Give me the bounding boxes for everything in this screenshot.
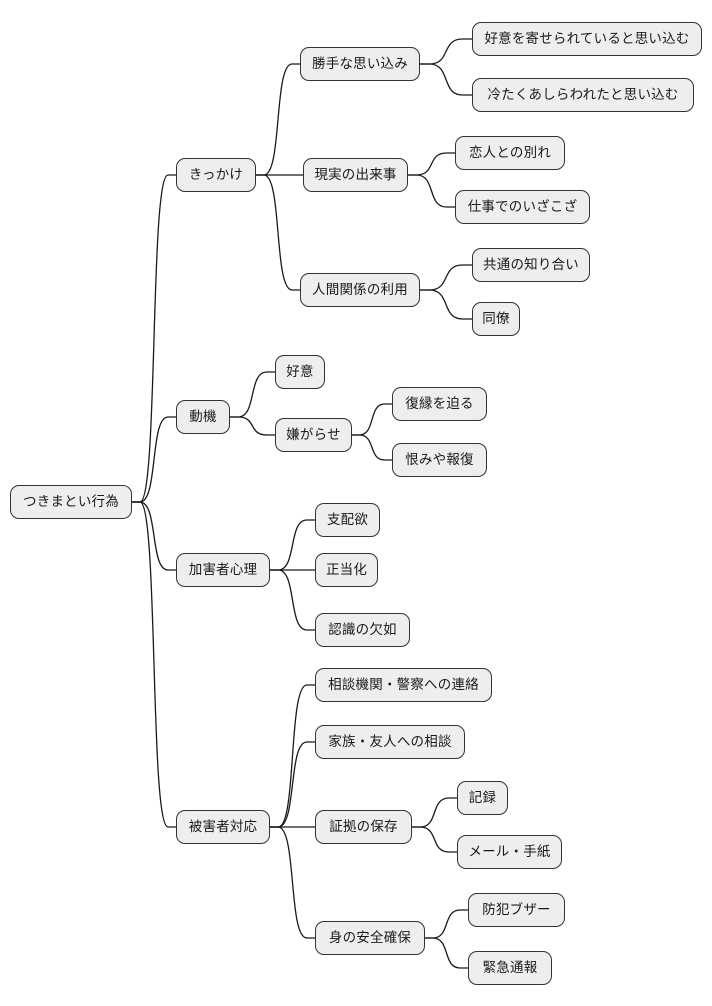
mindmap-node-b1c3g1[interactable]: 共通の知り合い [472, 248, 590, 282]
mindmap-node-label: 防犯ブザー [482, 902, 551, 918]
mindmap-node-label: 現実の出来事 [314, 167, 397, 183]
mindmap-edge-b2c2-to-b2c2g1 [352, 403, 392, 436]
mindmap-node-label: 恋人との別れ [468, 145, 552, 161]
mindmap-edge-b1c3-to-b1c3g1 [420, 264, 472, 291]
mindmap-node-label: 冷たくあしらわれたと思い込む [487, 87, 679, 103]
mindmap-node-label: 動機 [189, 409, 217, 425]
mindmap-edge-b1c2-to-b1c2g1 [408, 152, 455, 176]
mindmap-node-label: 好意 [286, 364, 314, 380]
mindmap-node-label: 支配欲 [326, 512, 369, 528]
mindmap-edge-root-to-b2 [132, 416, 176, 503]
mindmap-node-b2c2[interactable]: 嫌がらせ [275, 418, 352, 452]
mindmap-node-b1c3g2[interactable]: 同僚 [472, 302, 520, 336]
mindmap-edge-root-to-b4 [132, 501, 176, 828]
mindmap-node-label: 共通の知り合い [483, 257, 579, 273]
mindmap-edge-b2c2-to-b2c2g2 [352, 434, 392, 461]
mindmap-node-b4c3g2[interactable]: メール・手紙 [457, 835, 562, 869]
mindmap-edge-b4c4-to-b4c4g1 [425, 909, 468, 939]
mindmap-node-label: 嫌がらせ [286, 427, 341, 443]
mindmap-node-label: 記録 [468, 790, 497, 806]
mindmap-node-b1c2[interactable]: 現実の出来事 [303, 158, 408, 192]
mindmap-node-b4c2[interactable]: 家族・友人への相談 [315, 725, 465, 759]
mindmap-node-b1c2g1[interactable]: 恋人との別れ [455, 136, 565, 170]
mindmap-node-label: 好意を寄せられていると思い込む [484, 31, 690, 47]
mindmap-edge-b2-to-b2c1 [230, 371, 275, 418]
mindmap-node-label: 恨みや報復 [405, 452, 474, 468]
mindmap-edge-b1c2-to-b1c2g2 [408, 174, 455, 208]
mindmap-node-b3[interactable]: 加害者心理 [176, 553, 270, 587]
mindmap-node-b3c1[interactable]: 支配欲 [315, 503, 380, 537]
mindmap-node-label: 復縁を迫る [405, 396, 474, 412]
mindmap-edge-root-to-b1 [132, 174, 176, 503]
mindmap-node-b1c1g2[interactable]: 冷たくあしらわれたと思い込む [472, 78, 694, 112]
mindmap-node-b1c2g2[interactable]: 仕事でのいざこざ [455, 190, 590, 224]
mindmap-edge-b1c3-to-b1c3g2 [420, 289, 472, 320]
mindmap-node-b4c4g1[interactable]: 防犯ブザー [468, 893, 565, 927]
mindmap-node-b4c1[interactable]: 相談機関・警察への連絡 [315, 668, 492, 702]
mindmap-node-label: 同僚 [482, 311, 510, 327]
mindmap-node-b3c2[interactable]: 正当化 [315, 553, 378, 587]
mindmap-node-label: 証拠の保存 [329, 819, 398, 835]
mindmap-node-b1[interactable]: きっかけ [176, 158, 256, 192]
mindmap-edge-b4c3-to-b4c3g2 [412, 826, 457, 853]
mindmap-edge-b4c3-to-b4c3g1 [412, 797, 457, 828]
mindmap-node-b4c4[interactable]: 身の安全確保 [315, 921, 425, 955]
mindmap-node-label: 被害者対応 [188, 819, 258, 835]
mindmap-edge-b4-to-b4c2 [270, 741, 315, 828]
mindmap-edge-root-to-b3 [132, 501, 176, 571]
mindmap-node-b2c2g2[interactable]: 恨みや報復 [392, 443, 487, 477]
mindmap-edge-b4c4-to-b4c4g2 [425, 937, 468, 969]
mindmap-node-b4[interactable]: 被害者対応 [176, 810, 270, 844]
mindmap-node-label: 認識の欠如 [328, 622, 397, 638]
mindmap-node-b2c1[interactable]: 好意 [275, 355, 325, 389]
mindmap-node-label: 家族・友人への相談 [328, 734, 452, 750]
mindmap-edge-b3-to-b3c3 [270, 569, 315, 631]
mindmap-node-label: つきまとい行為 [23, 494, 119, 510]
mindmap-node-label: きっかけ [188, 167, 244, 183]
mindmap-edge-b4-to-b4c1 [270, 684, 315, 828]
mindmap-edge-b2-to-b2c2 [230, 416, 275, 436]
mindmap-node-label: 身の安全確保 [328, 930, 412, 946]
mindmap-node-b1c1g1[interactable]: 好意を寄せられていると思い込む [472, 22, 702, 56]
mindmap-edge-b1-to-b1c1 [256, 63, 300, 176]
mindmap-edge-b4-to-b4c4 [270, 826, 315, 939]
mindmap-node-label: 加害者心理 [188, 562, 258, 578]
mindmap-node-b4c3g1[interactable]: 記録 [457, 781, 508, 815]
mindmap-node-label: 勝手な思い込み [312, 56, 408, 72]
mindmap-edge-b1c1-to-b1c1g2 [420, 63, 472, 96]
mindmap-node-b4c3[interactable]: 証拠の保存 [315, 810, 412, 844]
mindmap-node-root[interactable]: つきまとい行為 [10, 485, 132, 519]
mindmap-node-label: メール・手紙 [468, 844, 551, 860]
mindmap-edge-b1-to-b1c3 [256, 174, 300, 291]
mindmap-node-label: 相談機関・警察への連絡 [328, 677, 479, 693]
mindmap-node-b1c3[interactable]: 人間関係の利用 [300, 273, 420, 307]
mindmap-node-b1c1[interactable]: 勝手な思い込み [300, 47, 420, 81]
mindmap-node-label: 人間関係の利用 [312, 282, 408, 298]
mindmap-node-b4c4g2[interactable]: 緊急通報 [468, 951, 552, 985]
mindmap-node-label: 仕事でのいざこざ [467, 199, 578, 215]
mindmap-edge-b3-to-b3c1 [270, 519, 315, 571]
mindmap-node-b2c2g1[interactable]: 復縁を迫る [392, 387, 487, 421]
mindmap-node-label: 正当化 [325, 562, 368, 578]
mindmap-node-b2[interactable]: 動機 [176, 400, 230, 434]
mindmap-node-b3c3[interactable]: 認識の欠如 [315, 613, 410, 647]
mindmap-node-label: 緊急通報 [482, 960, 538, 976]
mindmap-edge-b1c1-to-b1c1g1 [420, 38, 472, 65]
